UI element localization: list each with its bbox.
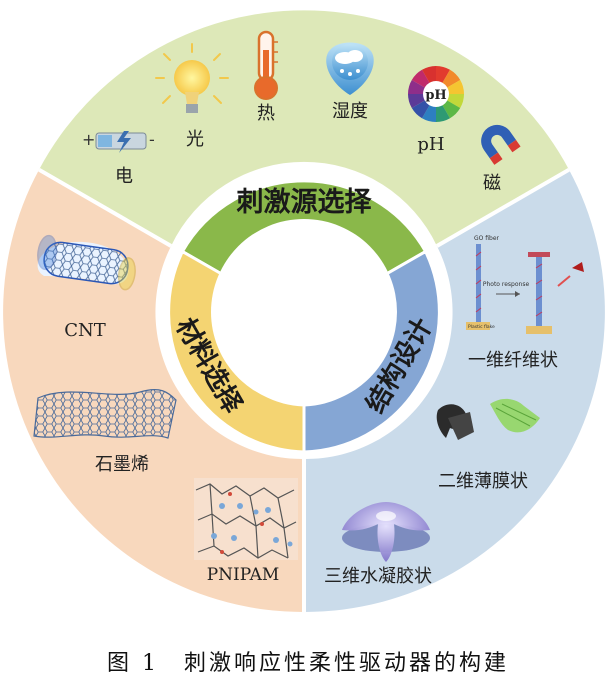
- label-ph: pH: [417, 134, 444, 155]
- label-hydrogel: 三维水凝胶状: [324, 566, 432, 587]
- hydrogel-actuator-icon: [342, 502, 430, 562]
- film-actuator-icon: [436, 398, 540, 440]
- label-pnipam: PNIPAM: [207, 565, 280, 585]
- ph-color-wheel-icon: pH: [408, 66, 464, 122]
- label-electric: 电: [115, 166, 133, 187]
- svg-text:Plastic flake: Plastic flake: [468, 324, 495, 330]
- svg-text:Photo response: Photo response: [483, 281, 530, 288]
- label-graphene: 石墨烯: [95, 454, 149, 475]
- svg-text:GO fiber: GO fiber: [474, 235, 500, 242]
- label-heat: 热: [257, 103, 275, 124]
- label-fiber: 一维纤维状: [468, 350, 558, 371]
- center-hole: [211, 219, 397, 405]
- magnet-icon: [481, 124, 521, 165]
- graphene-sheet-icon: [33, 388, 177, 439]
- light-bulb-icon: [155, 43, 229, 113]
- stimulus-title: 刺激源选择: [237, 186, 373, 218]
- svg-text:+: +: [82, 130, 95, 149]
- battery-icon: + -: [82, 130, 155, 153]
- cloud-rain-icon: [326, 42, 374, 95]
- label-humidity: 湿度: [332, 101, 368, 122]
- label-magnet: 磁: [483, 173, 501, 194]
- label-film: 二维薄膜状: [438, 471, 528, 492]
- figure-caption: 图 1 刺激响应性柔性驱动器的构建: [107, 651, 509, 676]
- thermometer-icon: [254, 30, 278, 100]
- svg-text:-: -: [149, 130, 155, 149]
- sector-structure: [304, 169, 605, 613]
- carbon-nanotube-icon: [37, 234, 136, 291]
- label-light: 光: [186, 129, 204, 150]
- polymer-network-icon: [194, 478, 298, 560]
- fiber-actuator-icon: GO fiber Plastic flake Photo response: [466, 235, 584, 334]
- svg-text:pH: pH: [425, 88, 446, 103]
- label-cnt: CNT: [64, 320, 106, 341]
